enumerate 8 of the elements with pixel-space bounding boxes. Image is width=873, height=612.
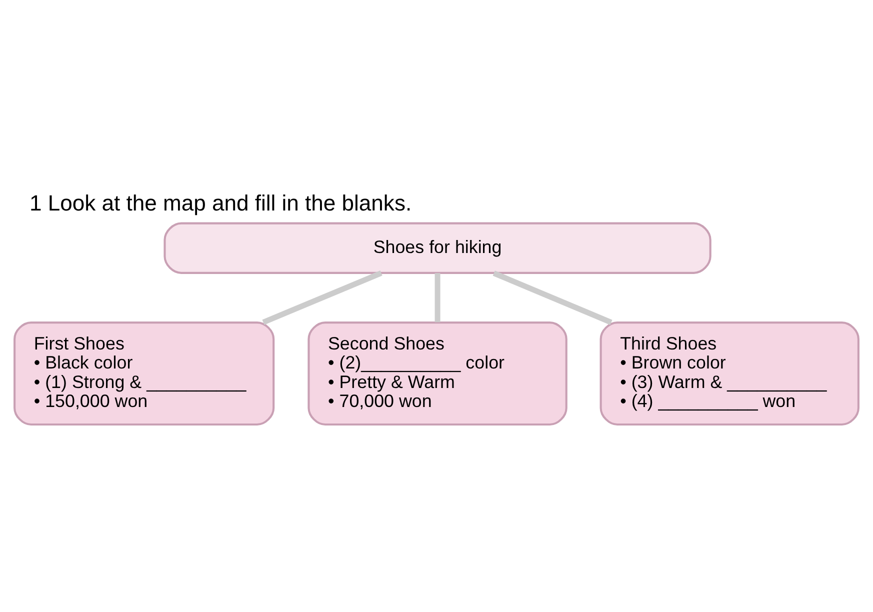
- node-box: Second Shoes • (2)__________ color • Pretty & Warm • 70,000 won: [308, 322, 568, 426]
- connector: [262, 270, 382, 325]
- node-box: Third Shoes • Brown color • (3) Warm & __________ • (4) __________ won: [600, 322, 860, 426]
- connector: [492, 270, 612, 325]
- node-box: Shoes for hiking: [164, 222, 712, 274]
- connector: [434, 273, 440, 322]
- diagram-title: 1 Look at the map and fill in the blanks.: [29, 190, 412, 216]
- node-box: First Shoes • Black color • (1) Strong & __________ • 150,000 won: [14, 322, 275, 426]
